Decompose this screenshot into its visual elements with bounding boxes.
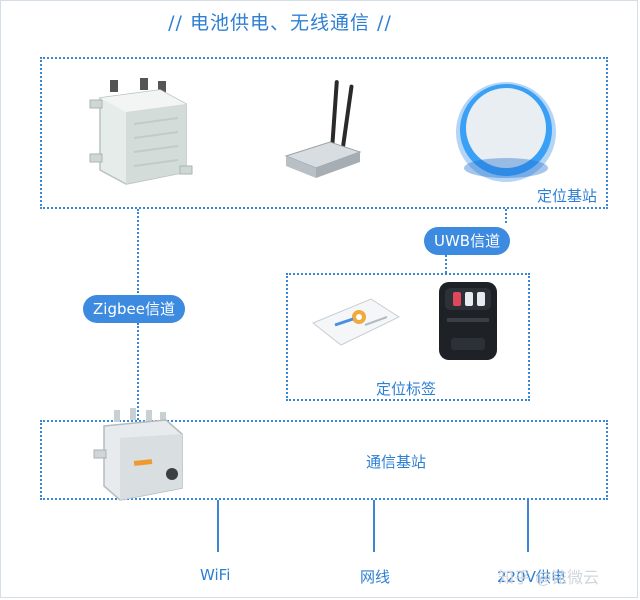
uwb-link-line-a xyxy=(505,209,507,223)
uwb-link-line-b xyxy=(445,255,447,273)
zigbee-link-line-b xyxy=(137,323,139,420)
diagram-title: // 电池供电、无线通信 // xyxy=(168,12,392,34)
uwb-channel-pill: UWB信道 xyxy=(424,227,511,255)
wifi-uplink-line xyxy=(217,500,219,552)
base-station-enclosure-icon xyxy=(93,408,183,501)
uwb-anchor-disc-icon xyxy=(456,82,556,182)
base-station-group-box xyxy=(40,420,608,500)
wireless-router-icon xyxy=(284,80,362,178)
tag-label: 定位标签 xyxy=(376,380,437,398)
zigbee-link-line-a xyxy=(137,209,139,293)
anchor-group-box xyxy=(40,57,608,209)
outdoor-enclosure-icon xyxy=(89,78,193,185)
tag-card-icon xyxy=(312,298,401,346)
wired-uplink-line xyxy=(373,500,375,552)
wired-label: 网线 xyxy=(360,568,391,586)
power-label: 220V供电 xyxy=(497,568,566,586)
tag-group-box xyxy=(286,273,530,401)
watermark: 知乎 @铱微云 xyxy=(498,568,600,587)
anchor-label: 定位基站 xyxy=(537,187,598,205)
zigbee-channel-pill: Zigbee信道 xyxy=(83,295,185,323)
wifi-label: WiFi xyxy=(200,566,231,584)
base-station-label: 通信基站 xyxy=(366,453,427,471)
tag-badge-device-icon xyxy=(439,282,497,360)
power-uplink-line xyxy=(527,500,529,552)
